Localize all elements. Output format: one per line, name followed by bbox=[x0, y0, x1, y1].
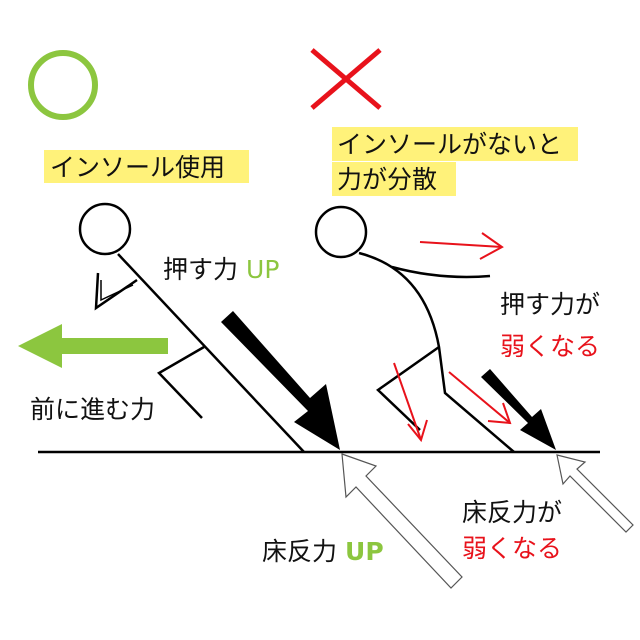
forward-arrow-icon bbox=[18, 324, 168, 368]
weak-push-red-label: 弱くなる bbox=[500, 332, 600, 361]
correct-circle-icon bbox=[28, 50, 98, 120]
insole-used-label: インソール使用 bbox=[50, 153, 225, 182]
up-text: UP bbox=[345, 537, 384, 566]
weak-push-arrow-icon bbox=[481, 369, 556, 450]
weak-reaction-red-label: 弱くなる bbox=[462, 534, 562, 563]
no-insole-label-line1: インソールがないと bbox=[337, 130, 562, 159]
no-insole-label-line2: 力が分散 bbox=[337, 165, 437, 194]
dispersed-force-arrows bbox=[393, 232, 512, 443]
right-stick-figure bbox=[314, 205, 515, 453]
weak-reaction-label: 床反力が bbox=[462, 498, 562, 527]
reaction-label-text: 床反力 bbox=[262, 537, 337, 566]
weak-reaction-arrow-icon bbox=[556, 454, 634, 533]
weak-push-label: 押す力が bbox=[500, 290, 600, 319]
push-up-label: 押す力 UP bbox=[163, 255, 279, 284]
push-label-text: 押す力 bbox=[163, 255, 238, 284]
label-highlight bbox=[44, 150, 249, 183]
left-stick-figure bbox=[78, 202, 305, 453]
forward-force-label: 前に進む力 bbox=[30, 395, 155, 424]
push-arrow-icon bbox=[221, 311, 340, 450]
reaction-arrow-icon bbox=[341, 453, 463, 589]
reaction-up-label: 床反力 UP bbox=[262, 537, 384, 566]
wrong-cross-icon bbox=[310, 48, 382, 110]
label-highlight bbox=[332, 127, 578, 161]
label-highlight bbox=[332, 162, 456, 196]
up-text: UP bbox=[246, 255, 279, 284]
